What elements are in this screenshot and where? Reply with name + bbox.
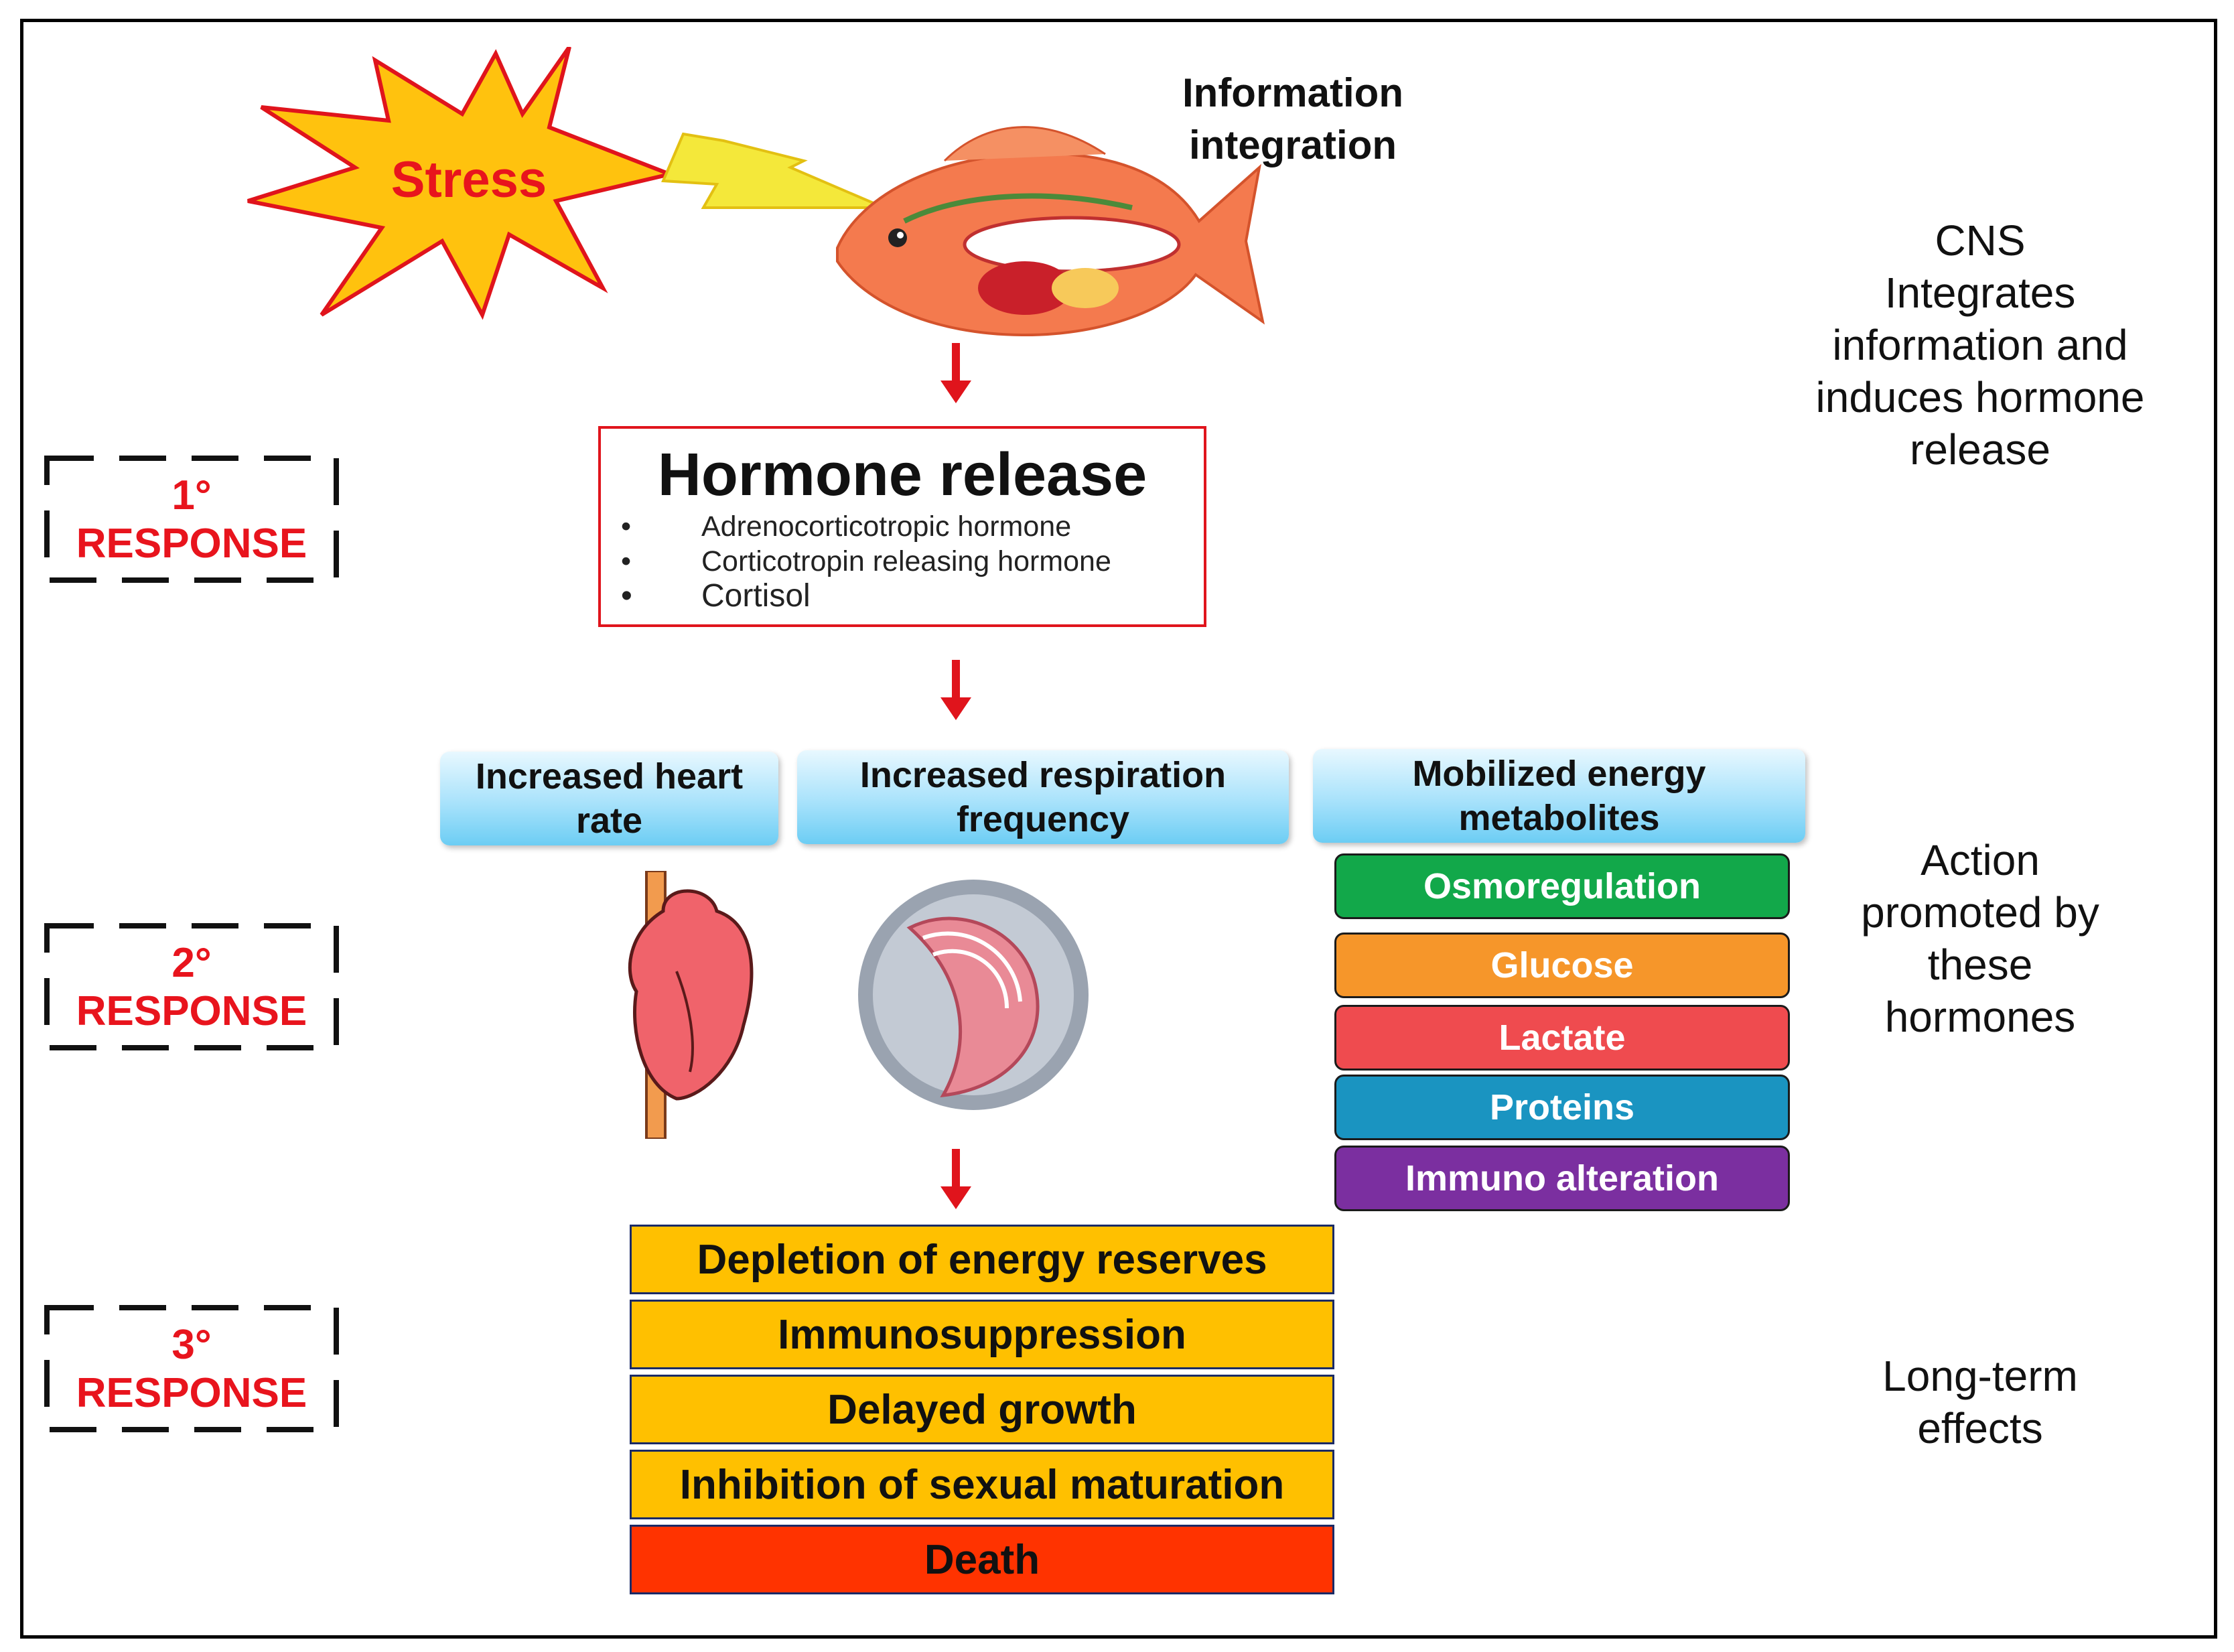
- gill-arch: [932, 949, 1009, 1009]
- effect-immunosuppression: Immunosuppression: [630, 1300, 1334, 1369]
- tertiary-response-label: 3° RESPONSE: [44, 1305, 339, 1432]
- fish-eye-highlight: [897, 232, 904, 238]
- cns-note-line: information and: [1832, 321, 2128, 369]
- cns-note-line: CNS: [1935, 216, 2026, 265]
- response-text: RESPONSE: [76, 521, 307, 567]
- cns-note-line: release: [1910, 425, 2050, 474]
- fish-swim-bladder: [963, 216, 1181, 273]
- cns-note: CNS Integrates information and induces h…: [1766, 214, 2194, 476]
- action-note-line: these: [1927, 941, 2033, 989]
- metabolite-immuno-alteration: Immuno alteration: [1334, 1146, 1790, 1211]
- response-number: 1°: [171, 472, 212, 519]
- dashed-border: [44, 1305, 339, 1432]
- info-line-1: Information: [1182, 70, 1403, 115]
- long-term-note: Long-term effects: [1766, 1350, 2194, 1454]
- stress-burst-icon: [247, 47, 885, 320]
- bullet: •: [621, 545, 632, 577]
- hormone-item-label: Corticotropin releasing hormone: [701, 545, 1111, 577]
- action-note-line: hormones: [1884, 993, 2076, 1041]
- response-number: 2°: [171, 940, 212, 986]
- hormone-item: • Cortisol: [621, 579, 1111, 614]
- stress-burst-shape: [247, 47, 677, 320]
- header-line: Mobilized energy: [1412, 754, 1706, 794]
- hormone-item: • Adrenocorticotropic hormone: [621, 509, 1111, 544]
- metabolite-osmoregulation: Osmoregulation: [1334, 853, 1790, 919]
- response-text: RESPONSE: [76, 1370, 307, 1416]
- fish-eye: [888, 228, 907, 247]
- hormone-item-label: Cortisol: [701, 578, 811, 614]
- header-line: rate: [575, 801, 643, 841]
- dashed-border: [44, 456, 339, 583]
- hormone-release-box: Hormone release • Adrenocorticotropic hor…: [598, 426, 1206, 627]
- information-integration-label: Information integration: [1132, 67, 1454, 171]
- hormone-release-title: Hormone release: [657, 441, 1147, 508]
- heart-shape: [628, 889, 754, 1101]
- hormone-item: • Corticotropin releasing hormone: [621, 544, 1111, 579]
- header-line: frequency: [956, 799, 1130, 839]
- fish-dorsal-fin: [943, 126, 1106, 162]
- long-term-note-line: Long-term: [1882, 1352, 2078, 1400]
- metabolite-proteins: Proteins: [1334, 1075, 1790, 1140]
- header-line: Increased respiration: [859, 755, 1227, 795]
- diagram-frame: [20, 19, 2217, 1639]
- stress-label: Stress: [391, 151, 547, 208]
- bullet: •: [621, 578, 632, 614]
- heart-line: [675, 971, 694, 1073]
- header-line: Increased heart: [475, 756, 744, 797]
- response-number: 3°: [171, 1322, 212, 1368]
- action-note-line: promoted by: [1861, 888, 2099, 937]
- cns-note-line: Integrates: [1884, 269, 2076, 317]
- cns-note-line: induces hormone: [1815, 373, 2145, 421]
- fish-anatomy-icon: [836, 126, 1265, 337]
- bullet: •: [621, 510, 632, 543]
- long-term-note-line: effects: [1917, 1404, 2043, 1452]
- response-text: RESPONSE: [76, 988, 307, 1034]
- effect-depletion: Depletion of energy reserves: [630, 1225, 1334, 1294]
- primary-response-label: 1° RESPONSE: [44, 456, 339, 583]
- info-line-2: integration: [1189, 123, 1397, 167]
- fish-organ-red: [978, 261, 1072, 315]
- dashed-border: [44, 923, 339, 1050]
- heart-icon: [628, 871, 754, 1139]
- gill-icon: [858, 880, 1089, 1110]
- effect-sexual-maturation: Inhibition of sexual maturation: [630, 1450, 1334, 1519]
- hormone-list: • Adrenocorticotropic hormone • Corticotro…: [621, 509, 1111, 614]
- metabolite-lactate: Lactate: [1334, 1005, 1790, 1071]
- header-line: metabolites: [1458, 798, 1660, 838]
- effect-delayed-growth: Delayed growth: [630, 1375, 1334, 1444]
- fish-organ-yellow: [1052, 268, 1119, 308]
- action-note: Action promoted by these hormones: [1766, 834, 2194, 1043]
- metabolite-glucose: Glucose: [1334, 933, 1790, 998]
- secondary-response-label: 2° RESPONSE: [44, 923, 339, 1050]
- effect-death: Death: [630, 1525, 1334, 1594]
- hormone-item-label: Adrenocorticotropic hormone: [701, 510, 1072, 543]
- gill-arch: [922, 931, 1022, 1002]
- action-note-line: Action: [1921, 836, 2040, 884]
- fish-spine: [903, 193, 1133, 224]
